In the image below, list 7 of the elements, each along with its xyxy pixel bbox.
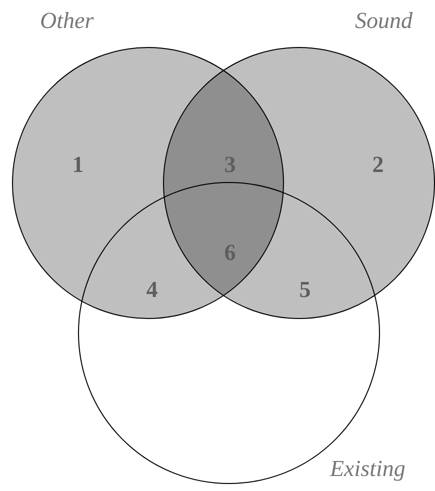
region-number: 1 <box>72 152 84 178</box>
set-label: Other <box>40 8 94 34</box>
region-number: 4 <box>146 277 158 303</box>
region-number: 2 <box>372 152 384 178</box>
region-number: 5 <box>299 277 311 303</box>
set-label: Sound <box>355 8 412 34</box>
set-label: Existing <box>330 456 406 482</box>
